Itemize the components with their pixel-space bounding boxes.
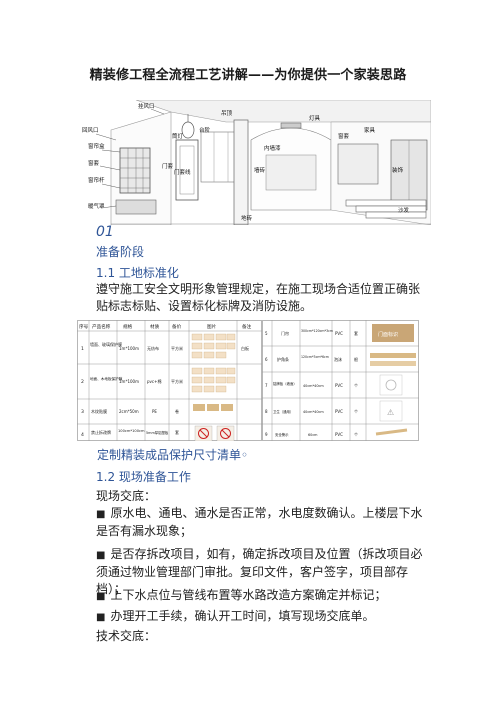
table-cell: PVC xyxy=(335,331,343,336)
illus-label: 窗套 xyxy=(88,159,100,167)
square-bullet-icon: ■ xyxy=(96,550,106,561)
page-title: 精装修工程全流程工艺讲解——为你提供一个家装思路 xyxy=(89,68,407,83)
table-cell: 根 xyxy=(354,356,358,362)
table-cell: 安全警示 xyxy=(275,432,289,437)
warning-icon: ⚠ xyxy=(387,408,394,417)
illus-label: 门套 xyxy=(162,162,174,170)
table-cell: 无纺布 xyxy=(147,345,159,351)
table-cell: 地面、木地板保护膜 xyxy=(90,376,123,381)
table-cell: 禁止拆改牌 xyxy=(91,429,111,435)
illus-label: 吊顶 xyxy=(221,110,233,117)
subsection-heading: 1.2 现场准备工作 xyxy=(96,470,191,484)
illus-label: 家具 xyxy=(364,126,376,134)
table-cell: 白板 xyxy=(241,345,249,351)
table-cell: 40cm*40cm xyxy=(303,384,324,388)
table-cell: 8 xyxy=(265,409,268,414)
paragraph: 遵守施工安全文明形象管理规定，在施工现场合适位置正确张贴标志标贴、设置标化标牌及… xyxy=(96,282,421,313)
table-cell: 个 xyxy=(354,383,358,388)
bullet-item: ■办理开工手续，确认开工时间，填写现场交底单。 xyxy=(96,609,375,623)
table-cell: 1 xyxy=(81,346,84,352)
bullet-item: ■上下水点位与管线布置等水路改造方案确定并标记； xyxy=(96,588,387,602)
table-cell: PVC xyxy=(335,432,343,437)
table-header: 规格 xyxy=(123,323,133,330)
table-cell: 平方米 xyxy=(171,345,183,351)
table-cell: 木纹贴膜 xyxy=(91,408,107,414)
table-cell: 300cm*120cm*3cm xyxy=(301,329,333,333)
table-cell: 个 xyxy=(354,432,358,437)
table-cell: 1m*100m xyxy=(119,346,139,351)
subsection-heading: 1.1 工地标准化 xyxy=(96,266,179,280)
illus-label: 暖气罩 xyxy=(88,202,105,210)
table-cell: 2 xyxy=(81,379,84,385)
table-cell: 2cm*50m xyxy=(119,409,139,414)
table-cell: 墙面、玻璃保护膜 xyxy=(90,341,122,347)
table-header: 序号 xyxy=(79,323,89,330)
interior-illustration: 挂风口 回风口 窗帘盒 窗套 窗帘杆 暖气罩 门套 门套线 吊顶 筒灯 台阶 灯… xyxy=(76,100,431,225)
table-caption: 定制精装成品保护尺寸清单◦ xyxy=(97,448,249,462)
product-table-right: 5 门帘 300cm*120cm*3cm PVC 套 6 护角条 120cm*3… xyxy=(262,320,419,441)
illus-label: 挂风口 xyxy=(138,102,155,110)
illus-label: 台阶 xyxy=(199,126,211,134)
table-cell: 120cm*3cm*6cm xyxy=(301,355,329,359)
illus-label: 窗帘杆 xyxy=(88,176,105,184)
tech-handover-label: 技术交底： xyxy=(96,629,157,643)
table-cell: 5 xyxy=(265,331,268,336)
illus-label: 灯具 xyxy=(309,114,321,122)
illus-label: 墙砖 xyxy=(254,166,266,174)
table-cell: 9 xyxy=(265,432,268,437)
illus-label: 内墙漆 xyxy=(264,144,281,152)
table-header: 图片 xyxy=(207,323,217,330)
table-cell: pvc+棉 xyxy=(147,378,161,384)
table-cell: 100cm*100cm xyxy=(118,429,145,433)
table-cell: 1m*100m xyxy=(119,379,139,384)
table-cell: PE xyxy=(152,409,157,414)
table-cell: 40cm*40cm xyxy=(303,410,324,414)
illus-label: 装饰 xyxy=(392,166,404,174)
sign-text: 门面标识 xyxy=(378,331,398,338)
table-cell: 3 xyxy=(81,409,84,415)
site-handover-label: 现场交底： xyxy=(96,489,157,503)
table-cell: 泡沫 xyxy=(334,356,342,362)
table-cell: PVC xyxy=(335,383,343,388)
table-cell: 铭牌板（墙面） xyxy=(273,381,297,386)
table-cell: 套 xyxy=(354,330,358,336)
table-header: 材质 xyxy=(150,323,160,330)
table-header: 产品名称 xyxy=(92,323,111,330)
table-cell: 门帘 xyxy=(281,330,289,336)
square-bullet-icon: ■ xyxy=(96,612,106,623)
section-heading: 准备阶段 xyxy=(96,245,145,259)
illus-label: 沙发 xyxy=(398,206,410,214)
table-header: 备价 xyxy=(172,323,182,330)
table-cell: PVC xyxy=(335,409,343,414)
table-cell: 6 xyxy=(265,357,268,362)
illus-label: 回风口 xyxy=(82,127,99,134)
illus-label: 窗帘盒 xyxy=(88,142,105,150)
table-cell: 套 xyxy=(175,429,179,435)
bullet-item: ■是否存拆改项目，如有，确定拆改项目及位置（拆改项目必须通过物业管理部门审批。复… xyxy=(96,547,423,596)
illus-label: 地砖 xyxy=(241,214,253,222)
product-table-left: 序号 产品名称 规格 材质 备价 图片 备注 1 墙面、玻璃保护膜 1m*100… xyxy=(77,320,262,441)
table-cell: 个 xyxy=(354,409,358,414)
table-header: 备注 xyxy=(242,323,252,330)
table-cell: 平方米 xyxy=(171,378,183,384)
square-bullet-icon: ■ xyxy=(96,591,106,602)
table-cell: 护角条 xyxy=(277,356,289,362)
bullet-item: ■原水电、通电、通水是否正常，水电度数确认。上楼层下水是否有漏水现象； xyxy=(96,506,423,538)
table-cell: 60cm xyxy=(308,433,318,437)
illus-label: 筒灯 xyxy=(172,132,184,140)
section-number: 01 xyxy=(96,224,114,240)
illus-label: 门套线 xyxy=(174,168,191,176)
square-bullet-icon: ■ xyxy=(96,509,106,520)
table-cell: 7 xyxy=(265,383,268,388)
table-cell: 4 xyxy=(81,432,84,438)
illus-label: 窗套 xyxy=(338,132,350,140)
table-cell: 5mm厚铝塑板 xyxy=(146,430,169,435)
table-cell: 卷 xyxy=(175,408,179,414)
table-cell: 卫生（通用） xyxy=(273,409,293,414)
